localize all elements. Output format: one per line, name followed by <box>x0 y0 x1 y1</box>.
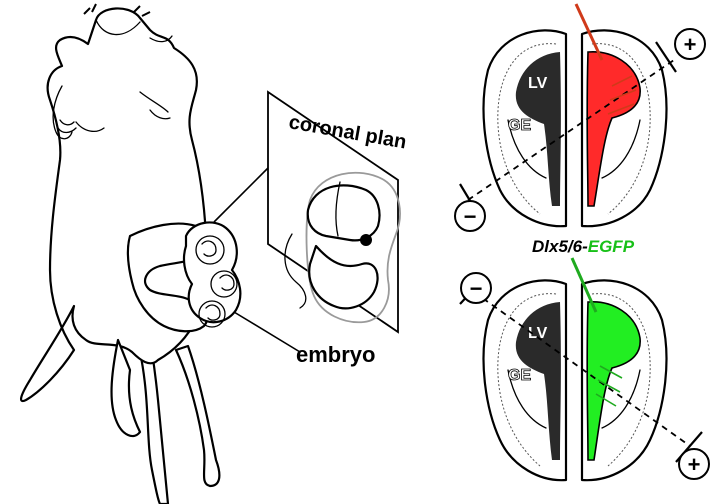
ge-label-top: GE <box>508 117 531 134</box>
reporter-name: EGFP <box>588 237 635 256</box>
embryo-label: embryo <box>296 342 375 367</box>
plus-sign-bottom: + <box>688 452 701 477</box>
embryos-in-uterus <box>184 222 240 327</box>
brain-section-top: LV GE + − <box>455 4 705 231</box>
coronal-plane-panel: coronal plan embryo <box>214 92 408 367</box>
minus-sign-top: − <box>464 204 477 229</box>
construct-label: Dlx5/6-EGFP <box>532 237 635 256</box>
ge-label-bottom: GE <box>508 367 531 384</box>
lv-label-top: LV <box>528 75 548 92</box>
plus-sign-top: + <box>684 32 697 57</box>
construct-name: Dlx5/6- <box>532 237 588 256</box>
brain-section-bottom: LV GE − + <box>460 258 709 480</box>
minus-sign-bottom: − <box>470 276 483 301</box>
